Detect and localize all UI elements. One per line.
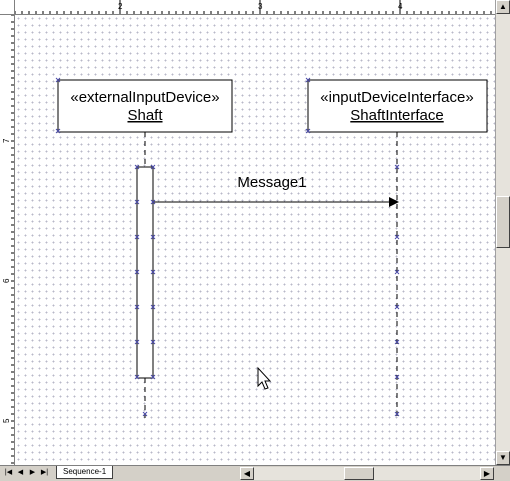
x-mark-icon: [134, 199, 140, 205]
message-arrow[interactable]: [153, 197, 399, 207]
activation-bar[interactable]: [136, 166, 154, 379]
ruler-label-5: 5: [2, 418, 11, 423]
next-page-icon[interactable]: ▶: [29, 469, 36, 476]
lifeline-shaft-box: [57, 79, 233, 133]
x-mark-icon: [150, 269, 156, 275]
ruler-label-4: 4: [398, 2, 403, 11]
lifeline-shaftinterface-box: [307, 79, 488, 133]
scroll-up-arrow-icon[interactable]: ▲: [496, 0, 510, 14]
connection-points: [55, 77, 400, 417]
x-mark-icon: [150, 234, 156, 240]
ruler-label-7: 7: [2, 138, 11, 143]
x-mark-icon: [305, 77, 311, 83]
lifeline-shaft-name: Shaft: [127, 107, 163, 124]
vertical-ruler: 7 6 5: [0, 14, 15, 465]
x-mark-icon: [150, 304, 156, 310]
bottom-bar: |◀ ◀ ▶ ▶| Sequence-1 ◀ ▶: [0, 465, 510, 481]
lifeline-shaftinterface[interactable]: «inputDeviceInterface» ShaftInterface: [307, 79, 488, 133]
x-mark-icon: [134, 339, 140, 345]
vertical-scroll-thumb[interactable]: [496, 196, 510, 248]
scroll-down-arrow-icon[interactable]: ▼: [496, 451, 510, 465]
ruler-label-2: 2: [118, 2, 123, 11]
x-mark-icon: [134, 269, 140, 275]
x-mark-icon: [394, 374, 400, 380]
lifeline-shaft-stereotype: «externalInputDevice»: [70, 89, 219, 106]
last-page-icon[interactable]: ▶|: [40, 469, 49, 476]
x-mark-icon: [134, 234, 140, 240]
horizontal-ruler: 2 3 4: [0, 0, 497, 15]
x-mark-icon: [134, 374, 140, 380]
x-mark-icon: [150, 199, 156, 205]
ruler-corner: [0, 0, 15, 15]
lifeline-shaftinterface-name: ShaftInterface: [350, 107, 443, 124]
ruler-label-3: 3: [258, 2, 263, 11]
scroll-right-arrow-icon[interactable]: ▶: [480, 467, 494, 480]
x-mark-icon: [394, 234, 400, 240]
x-mark-icon: [150, 374, 156, 380]
tab-sequence-1[interactable]: Sequence-1: [56, 466, 114, 479]
x-mark-icon: [394, 339, 400, 345]
horizontal-scroll-thumb[interactable]: [344, 467, 374, 480]
ruler-label-6: 6: [2, 278, 11, 283]
x-mark-icon: [55, 77, 61, 83]
vertical-scrollbar[interactable]: ▲ ▼: [495, 0, 510, 465]
x-mark-icon: [394, 269, 400, 275]
mouse-pointer-icon: [257, 366, 272, 390]
message-arrowhead: [389, 197, 399, 207]
first-page-icon[interactable]: |◀: [4, 469, 13, 476]
x-mark-icon: [142, 411, 148, 417]
scroll-left-arrow-icon[interactable]: ◀: [240, 467, 254, 480]
x-mark-icon: [394, 411, 400, 417]
drawing-canvas[interactable]: «externalInputDevice» Shaft «inputDevice…: [15, 15, 495, 465]
x-mark-icon: [134, 304, 140, 310]
x-mark-icon: [134, 164, 140, 170]
x-mark-icon: [305, 128, 311, 134]
x-mark-icon: [55, 128, 61, 134]
x-mark-icon: [150, 164, 156, 170]
horizontal-scrollbar[interactable]: ◀ ▶: [240, 467, 494, 480]
lifeline-shaft[interactable]: «externalInputDevice» Shaft: [57, 79, 233, 133]
x-mark-icon: [394, 304, 400, 310]
message-label: Message1: [237, 174, 306, 191]
x-mark-icon: [394, 164, 400, 170]
previous-page-icon[interactable]: ◀: [17, 469, 24, 476]
x-mark-icon: [150, 339, 156, 345]
lifeline-shaftinterface-stereotype: «inputDeviceInterface»: [320, 89, 473, 106]
